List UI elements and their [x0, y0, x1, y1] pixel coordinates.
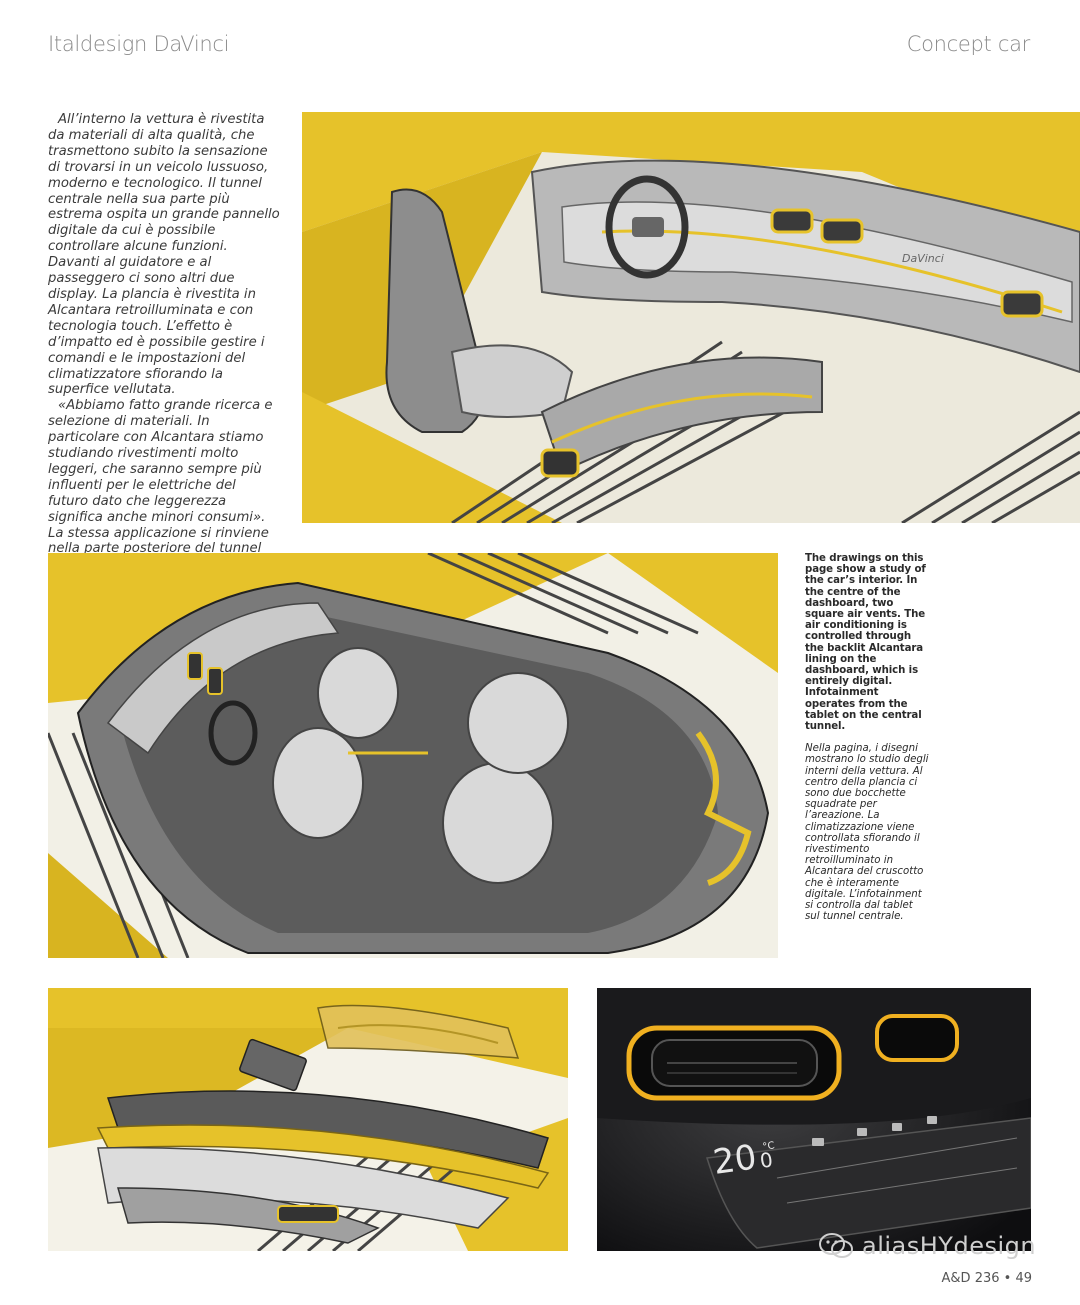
- exploded-parts-sketch: [48, 988, 568, 1251]
- dashboard-badge-text: DaVinci: [902, 252, 944, 265]
- body-paragraph-1: All’interno la vettura è rivestita da ma…: [48, 112, 280, 398]
- figure-caption: The drawings on this page show a study o…: [805, 553, 930, 934]
- temperature-value: 20: [711, 1137, 759, 1183]
- interior-topview-sketch: [48, 553, 778, 958]
- caption-english: The drawings on this page show a study o…: [805, 553, 926, 733]
- temperature-decimal: 0: [758, 1147, 774, 1173]
- running-header-section: Concept car: [906, 32, 1031, 56]
- climate-control-render: 20 0 °C: [597, 988, 1031, 1251]
- article-body: All’interno la vettura è rivestita da ma…: [48, 112, 280, 573]
- wechat-icon: [819, 1233, 853, 1258]
- running-header-title: Italdesign DaVinci: [48, 32, 230, 56]
- watermark: aliasHYdesign: [818, 1232, 1036, 1260]
- dashboard-sketch: DaVinci: [302, 112, 1080, 523]
- body-paragraph-2: «Abbiamo fatto grande ricerca e selezion…: [48, 398, 273, 572]
- watermark-text: aliasHYdesign: [862, 1232, 1037, 1260]
- caption-italian: Nella pagina, i disegni mostrano lo stud…: [805, 743, 929, 923]
- page-folio: A&D 236 • 49: [941, 1271, 1032, 1286]
- temperature-unit: °C: [762, 1140, 775, 1153]
